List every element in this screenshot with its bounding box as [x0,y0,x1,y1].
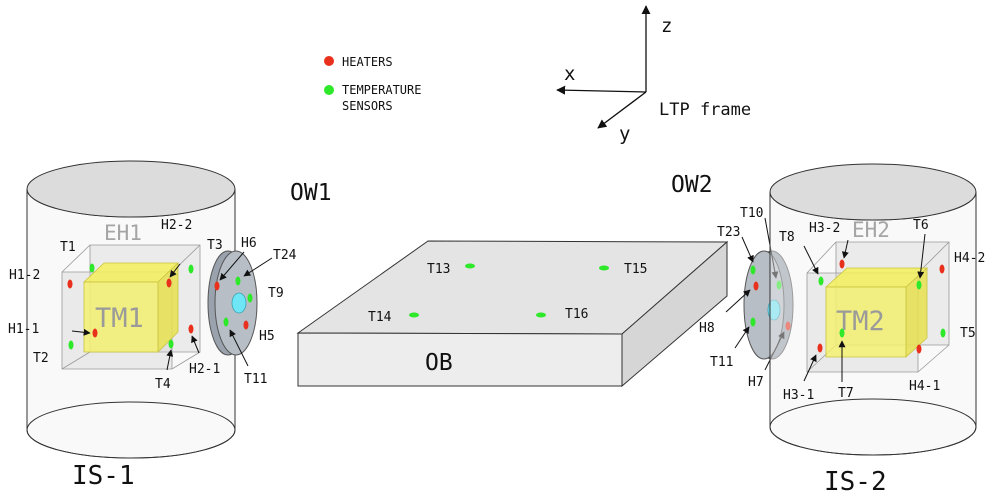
label-T13: T13 [427,262,450,277]
label-T3: T3 [207,238,223,253]
heater-H5 [243,320,249,330]
x-axis-label: x [564,63,575,85]
sensor-T1 [89,263,95,273]
label-H8: H8 [699,321,715,336]
is1-cylinder-top [26,160,236,218]
label-T16: T16 [565,307,588,322]
label-H7: H7 [748,375,764,390]
sensor-T14 [409,312,419,318]
label-T23: T23 [717,225,740,240]
label-H5: H5 [259,329,275,344]
label-T24: T24 [273,248,297,263]
heater-H3-1 [817,343,823,353]
label-T11-left: T11 [244,372,267,387]
x-axis-arrow [556,85,647,95]
label-H2-1: H2-1 [189,362,220,377]
sensor-T4 [168,339,174,349]
label-H2-2: H2-2 [161,218,192,233]
ow1-center [231,292,247,314]
sensor-T2 [68,340,74,350]
is2-cylinder-top [769,163,977,221]
label-H1-1: H1-1 [8,322,39,337]
sensor-T23 [750,265,756,275]
sensor-T9 [247,293,253,303]
label-T8: T8 [779,230,795,245]
label-T7: T7 [838,386,854,401]
label-H4-2: H4-2 [954,251,985,266]
ob-front-face [297,332,623,387]
sensor-legend-dot [324,85,334,95]
label-H4-1: H4-1 [909,379,940,394]
label-T9: T9 [268,286,284,301]
legend-sensors-line1: TEMPERATURE [342,83,421,97]
ow1-label: OW1 [290,180,332,206]
label-T10: T10 [740,206,763,221]
sensor-T15 [599,265,609,271]
heater-H4-1 [916,344,922,354]
ob-side-face [621,240,728,388]
eh1-label: EH1 [104,221,142,245]
heater-H3-2 [839,259,845,269]
heater-H2-1 [188,324,194,334]
label-H3-1: H3-1 [783,388,814,403]
tm1-front [83,281,159,353]
optical-window-2: T10 T23 H8 T11 H7 OW2 [671,172,794,390]
is2-cylinder-bottom [769,398,977,456]
label-T6: T6 [913,218,929,233]
ow2-label: OW2 [671,172,713,198]
legend-sensors-line2: SENSORS [342,99,393,113]
sensor-T6 [916,280,922,290]
sensor-T8 [818,276,824,286]
is1-label: IS-1 [72,461,135,491]
label-T11-right: T11 [710,355,733,370]
label-H3-2: H3-2 [809,221,840,236]
legend-heaters: HEATERS [342,55,393,69]
sensor-T16 [536,312,546,318]
heater-H1-2 [67,279,73,289]
is1-cylinder-bottom [26,401,236,459]
eh2-label: EH2 [852,218,890,242]
inertial-sensor-1: EH1 TM1 T1 H1-2 H1-1 T2 H2-2 T3 T4 H2-1 … [8,160,236,491]
sensor-T5 [940,328,946,338]
heater-legend-dot [324,56,334,66]
heater-H8 [753,281,759,291]
ltp-frame-axes: z x y LTP frame [556,5,751,145]
sensor-T7 [839,328,845,338]
heater-H2-2 [166,278,172,288]
label-T4: T4 [155,377,171,392]
heater-H6 [214,281,220,291]
sensor-T11-left [223,317,229,327]
tm1-label: TM1 [95,303,144,334]
optical-window-1: H6 T24 T9 H5 T11 OW1 [207,180,332,387]
heater-H1-1 [92,328,98,338]
sensor-T13 [465,263,475,269]
label-T15: T15 [624,262,647,277]
label-T2: T2 [33,351,49,366]
optical-bench: T13 T15 T14 T16 OB [296,240,729,388]
sensor-T11-right [750,317,756,327]
label-H6: H6 [241,236,257,251]
y-axis-arrow [597,91,647,129]
sensor-T24 [235,276,241,286]
heater-H7 [785,321,791,331]
sensor-T10 [776,280,782,290]
ltp-frame-label: LTP frame [659,100,751,120]
ob-label: OB [425,350,453,376]
is2-label: IS-2 [824,467,887,496]
label-T1: T1 [60,240,76,255]
sensor-T3 [188,264,194,274]
label-T5: T5 [960,326,976,341]
heater-H4-2 [939,264,945,274]
label-H1-2: H1-2 [9,268,40,283]
ow2-center [767,299,781,321]
label-T14: T14 [368,310,392,325]
z-axis-label: z [661,15,672,37]
legend: HEATERS TEMPERATURE SENSORS [324,55,421,113]
tm2-front [825,286,907,358]
y-axis-label: y [619,123,630,145]
inertial-sensor-2: EH2 TM2 T8 H3-2 T6 H4-2 T5 H4-1 T7 H3-1 … [769,163,985,496]
